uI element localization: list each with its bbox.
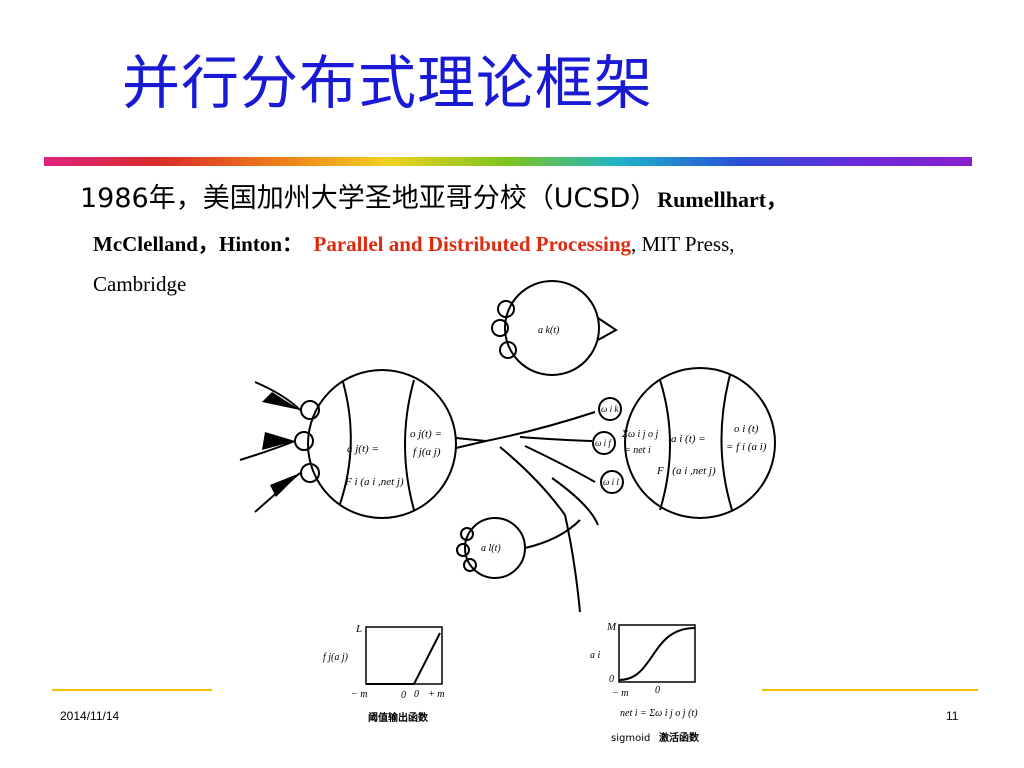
bottom-neuron-synapse-2 bbox=[456, 543, 470, 557]
left-neuron-axon-hillock bbox=[455, 437, 487, 449]
sigmoid-y-top: M bbox=[606, 621, 617, 633]
left-output-bottom-label: f j(a j) bbox=[413, 446, 441, 458]
neuron-network-diagram: a k(t) a j(t) = F i (a i ,net j) o j(t) … bbox=[239, 280, 776, 744]
top-neuron-body bbox=[504, 280, 600, 376]
bottom-neuron-synapse-3 bbox=[463, 558, 477, 572]
top-neuron-label: a k(t) bbox=[538, 325, 560, 336]
right-activation-label: a i (t) = bbox=[671, 433, 706, 445]
left-activation-label: a j(t) = bbox=[347, 443, 379, 455]
top-neuron-synapse-2 bbox=[491, 319, 509, 337]
threshold-y-top: L bbox=[355, 623, 362, 635]
publisher-text: , MIT Press, bbox=[631, 232, 735, 256]
left-neuron-partition-2 bbox=[404, 379, 415, 511]
sigmoid-formula: net i = Σω i j o j (t) bbox=[620, 708, 698, 719]
authors-text: McClelland，Hinton： bbox=[93, 232, 304, 256]
sigmoid-y-label: a i bbox=[590, 650, 601, 661]
threshold-caption: 阈值输出函数 bbox=[368, 711, 429, 724]
left-neuron-axon bbox=[485, 411, 596, 442]
axon-branch-2 bbox=[524, 445, 596, 483]
threshold-plot-frame bbox=[365, 626, 443, 685]
page-number: 11 bbox=[946, 709, 959, 723]
top-neuron-axon-hillock bbox=[597, 317, 618, 341]
threshold-curve bbox=[366, 632, 441, 685]
axon-sub-branch bbox=[551, 477, 599, 526]
intro-line-1: 1986年，美国加州大学圣地亚哥分校（UCSD）Rumellhart， bbox=[80, 176, 788, 215]
sigmoid-y-zero: 0 bbox=[609, 674, 614, 685]
sigmoid-curve bbox=[618, 627, 696, 681]
left-neuron-body bbox=[307, 369, 457, 519]
left-output-top-label: o j(t) = bbox=[410, 428, 442, 440]
weight-synapse-il bbox=[600, 470, 624, 494]
axon-branch-3 bbox=[499, 446, 566, 516]
right-neuron-partition-1 bbox=[659, 379, 671, 511]
right-input-label: F i (a i ,net j) bbox=[656, 465, 716, 477]
threshold-x-zero-2: 0 bbox=[414, 689, 419, 700]
left-dendrite-1 bbox=[254, 381, 301, 411]
title-divider-bar bbox=[44, 157, 972, 166]
slide-title: 并行分布式理论框架 bbox=[122, 49, 654, 117]
weight-ik-label: ω i k bbox=[601, 404, 619, 414]
sigmoid-caption-suffix: 激活函数 bbox=[659, 731, 700, 744]
left-dendrite-2 bbox=[239, 440, 296, 461]
sigmoid-x-zero: 0 bbox=[655, 685, 660, 696]
top-neuron-synapse-1 bbox=[497, 300, 515, 318]
footer-date: 2014/11/14 bbox=[60, 709, 120, 723]
bottom-neuron-synapse-1 bbox=[460, 527, 474, 541]
sigmoid-plot-frame bbox=[618, 624, 696, 683]
right-output-top-label: o i (t) bbox=[734, 423, 759, 435]
threshold-x-plus-m: + m bbox=[428, 689, 444, 700]
left-input-label: F i (a i ,net j) bbox=[344, 476, 404, 488]
bottom-neuron-label: a l(t) bbox=[481, 543, 501, 554]
left-neuron-synapse-1 bbox=[300, 400, 320, 420]
left-neuron-synapse-3 bbox=[300, 463, 320, 483]
intro-text: 1986年，美国加州大学圣地亚哥分校（UCSD） bbox=[80, 183, 658, 214]
weight-if-label: ω i f bbox=[595, 438, 612, 448]
threshold-x-zero-1: 0 bbox=[401, 690, 406, 701]
right-neuron-body bbox=[624, 367, 776, 519]
author-rumelhart: Rumellhart， bbox=[657, 187, 789, 212]
threshold-x-minus-m: − m bbox=[351, 689, 367, 700]
sigmoid-x-minus-m: − m bbox=[612, 688, 628, 699]
left-neuron-partition-1 bbox=[339, 381, 352, 505]
threshold-y-label: f j(a j) bbox=[323, 652, 349, 663]
weight-synapse-if bbox=[592, 431, 616, 455]
right-output-bottom-label: = f i (a i) bbox=[726, 441, 767, 453]
book-title: Parallel and Distributed Processing bbox=[313, 232, 632, 256]
intro-line-2: McClelland，Hinton： Parallel and Distribu… bbox=[93, 228, 735, 258]
sigmoid-caption-prefix: sigmoid bbox=[611, 733, 650, 744]
bottom-neuron-axon bbox=[524, 519, 581, 549]
left-neuron-synapse-2 bbox=[294, 431, 314, 451]
top-neuron-synapse-3 bbox=[499, 341, 517, 359]
intro-line-3: Cambridge bbox=[93, 272, 187, 296]
right-sum-top-label: Σω i j o j bbox=[621, 429, 659, 440]
axon-branch-1 bbox=[519, 436, 593, 442]
weight-il-label: ω i l bbox=[603, 477, 619, 487]
weight-synapse-ik bbox=[598, 397, 622, 421]
footer-line-right bbox=[762, 689, 978, 691]
footer-line-left bbox=[52, 689, 212, 691]
right-sum-bottom-label: = net i bbox=[624, 445, 651, 456]
pdp-neuron-figure: a k(t) a j(t) = F i (a i ,net j) o j(t) … bbox=[212, 275, 780, 763]
right-neuron-partition-2 bbox=[720, 374, 733, 511]
axon-trunk bbox=[564, 514, 581, 613]
